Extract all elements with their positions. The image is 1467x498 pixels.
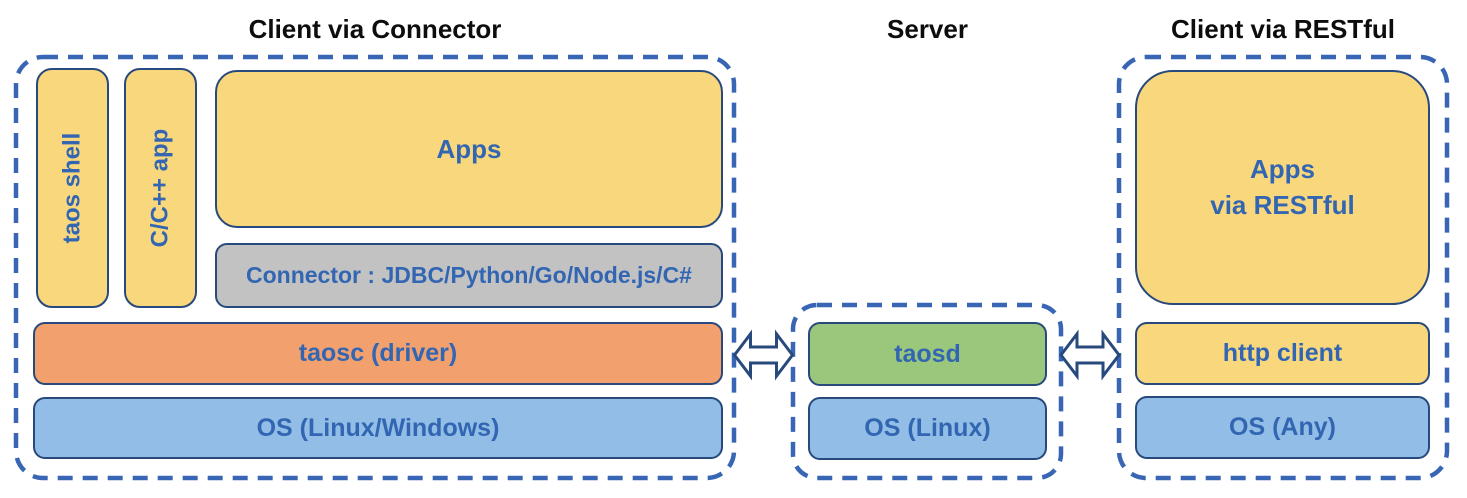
connector-label: Connector : JDBC/Python/Go/Node.js/C# xyxy=(246,262,692,288)
bidirectional-arrow-right-icon xyxy=(1059,329,1121,381)
taosd-label: taosd xyxy=(894,339,961,368)
cpp-app-box: C/C++ app xyxy=(124,68,197,308)
apps-via-restful-label-line1: Apps xyxy=(1250,154,1315,185)
taosd-box: taosd xyxy=(808,322,1047,386)
connector-box: Connector : JDBC/Python/Go/Node.js/C# xyxy=(215,243,723,308)
apps-label: Apps xyxy=(436,133,502,164)
taosc-driver-box: taosc (driver) xyxy=(33,322,723,385)
cpp-app-label: C/C++ app xyxy=(146,128,174,248)
os-linux-box: OS (Linux) xyxy=(808,397,1047,460)
taosc-driver-label: taosc (driver) xyxy=(298,339,458,367)
taos-shell-box: taos shell xyxy=(36,68,109,308)
apps-via-restful-label-line2: via RESTful xyxy=(1210,189,1355,220)
os-linux-label: OS (Linux) xyxy=(864,414,991,442)
http-client-label: http client xyxy=(1222,339,1343,367)
os-linux-windows-box: OS (Linux/Windows) xyxy=(33,397,723,459)
client-connector-title: Client via Connector xyxy=(248,14,502,44)
os-any-label: OS (Any) xyxy=(1229,413,1336,441)
apps-via-restful-box: Apps via RESTful xyxy=(1135,70,1430,305)
taos-shell-label: taos shell xyxy=(58,132,86,244)
client-restful-title: Client via RESTful xyxy=(1171,14,1395,44)
bidirectional-arrow-left-icon xyxy=(732,329,795,381)
os-linux-windows-label: OS (Linux/Windows) xyxy=(256,413,500,442)
os-any-box: OS (Any) xyxy=(1135,396,1430,459)
apps-box: Apps xyxy=(215,70,723,228)
http-client-box: http client xyxy=(1135,322,1430,385)
server-title: Server xyxy=(887,14,968,44)
